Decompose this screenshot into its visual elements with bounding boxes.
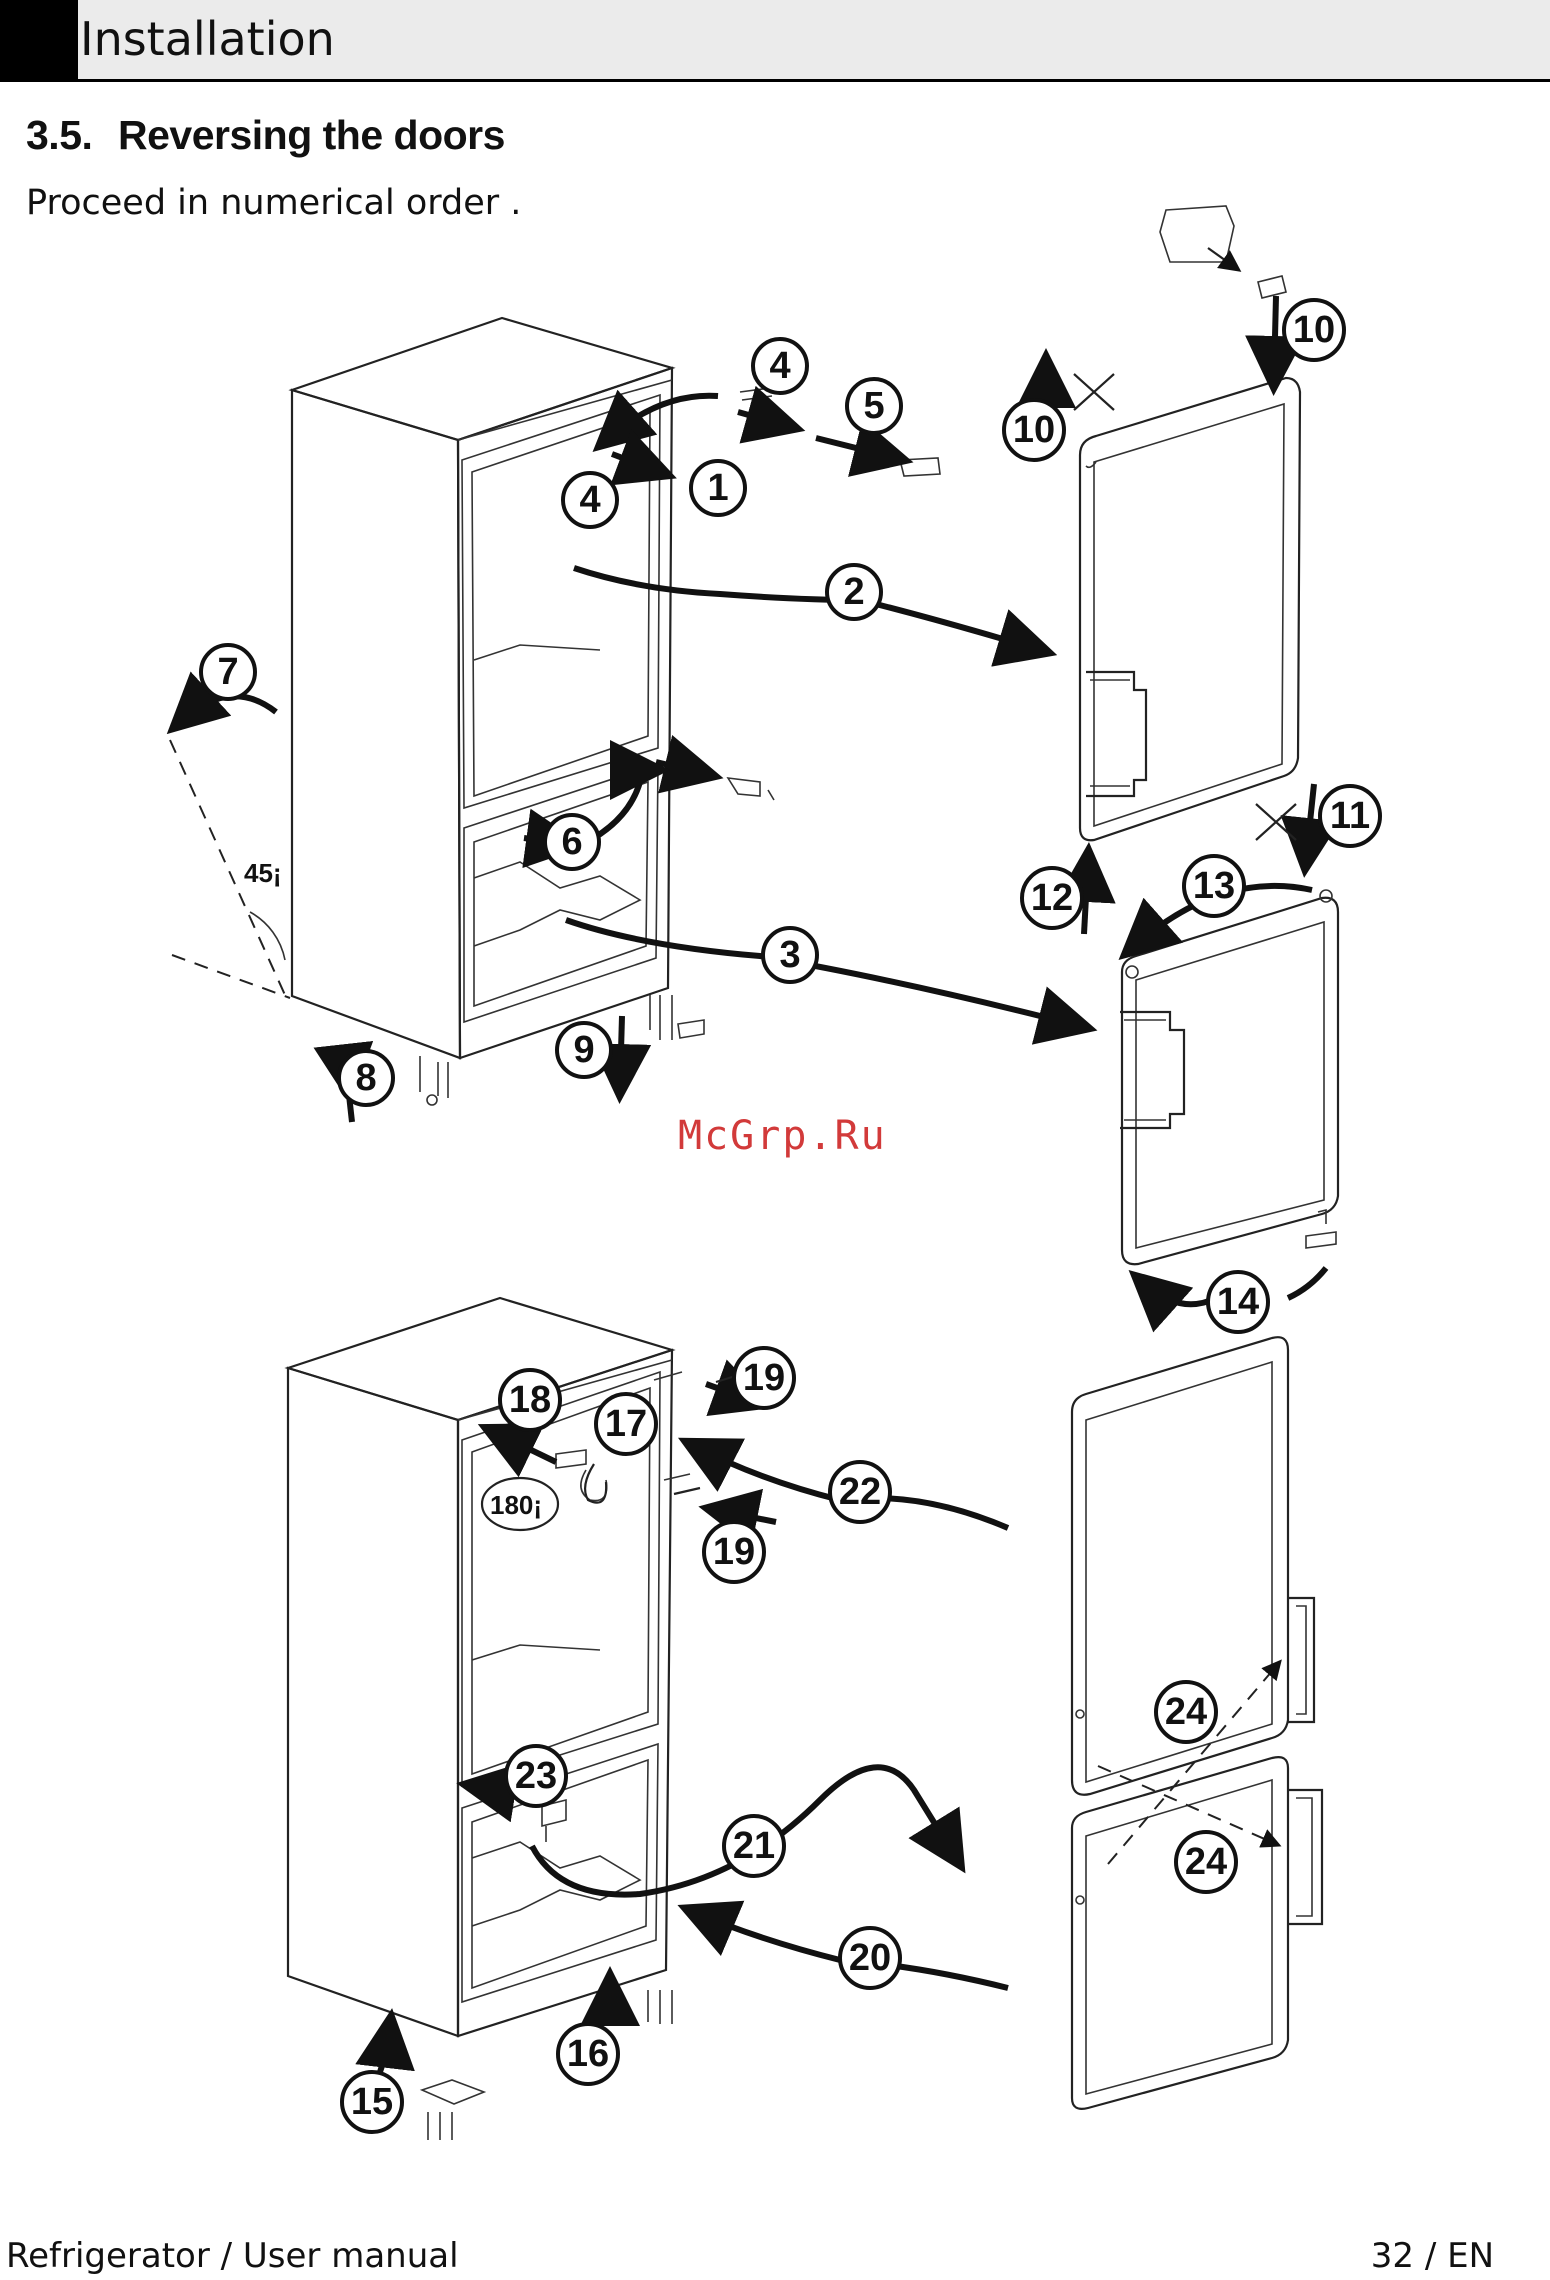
svg-text:8: 8: [355, 1057, 376, 1099]
svg-text:22: 22: [839, 1471, 881, 1513]
tilt-angle-label: 45¡: [244, 858, 282, 888]
svg-text:18: 18: [509, 1379, 551, 1421]
step-badge-10b: 10: [1284, 300, 1344, 360]
step-badge-7: 7: [201, 645, 255, 699]
svg-text:11: 11: [1330, 795, 1370, 837]
step-badge-20: 20: [840, 1928, 900, 1988]
step-badge-24a: 24: [1156, 1682, 1216, 1742]
rotate-angle-ellipse: 180¡: [482, 1478, 558, 1530]
svg-text:3: 3: [779, 934, 800, 976]
svg-text:10: 10: [1013, 409, 1055, 451]
svg-text:16: 16: [567, 2033, 609, 2075]
svg-text:9: 9: [573, 1029, 594, 1071]
step-badge-11: 11: [1320, 786, 1380, 846]
svg-text:7: 7: [217, 651, 238, 693]
svg-text:13: 13: [1193, 865, 1235, 907]
svg-text:24: 24: [1165, 1691, 1207, 1733]
svg-text:4: 4: [579, 479, 600, 521]
step-badge-5: 5: [847, 379, 901, 433]
step-badge-12: 12: [1022, 868, 1082, 928]
step-badge-15: 15: [342, 2072, 402, 2132]
svg-text:5: 5: [863, 385, 884, 427]
svg-text:19: 19: [743, 1357, 785, 1399]
step-badges: 1 2 3 4 4 5 6 7 8 9 10 10 11 12 13 14 15…: [201, 300, 1380, 2132]
step-badge-4b: 4: [563, 473, 617, 527]
step-badge-16: 16: [558, 2024, 618, 2084]
step-badge-18: 18: [500, 1370, 560, 1430]
footer-page-number: 32 / EN: [1371, 2236, 1494, 2276]
svg-text:20: 20: [849, 1937, 891, 1979]
lower-door-top: [1120, 890, 1338, 1264]
step-badge-17: 17: [596, 1394, 656, 1454]
svg-text:15: 15: [351, 2081, 393, 2123]
step-badge-8: 8: [339, 1051, 393, 1105]
svg-text:6: 6: [561, 821, 582, 863]
svg-text:19: 19: [713, 1531, 755, 1573]
svg-text:17: 17: [605, 1403, 647, 1445]
step-badge-2: 2: [827, 565, 881, 619]
step-badge-4a: 4: [753, 339, 807, 393]
step-badge-23: 23: [506, 1746, 566, 1806]
footer-manual-title: Refrigerator / User manual: [6, 2236, 459, 2276]
rotate-angle-label: 180¡: [490, 1490, 542, 1520]
step-badge-1: 1: [691, 461, 745, 515]
arrows-bottom: [374, 1374, 1278, 2088]
svg-text:23: 23: [515, 1755, 557, 1797]
svg-text:10: 10: [1293, 309, 1335, 351]
svg-text:4: 4: [769, 345, 790, 387]
svg-text:1: 1: [707, 467, 728, 509]
step-badge-22: 22: [830, 1462, 890, 1522]
step-badge-19b: 19: [704, 1522, 764, 1582]
fridge-top-illustration: 45¡: [170, 206, 1286, 1105]
step-badge-6: 6: [545, 815, 599, 869]
step-badge-9: 9: [557, 1023, 611, 1077]
step-badge-3: 3: [763, 928, 817, 982]
step-badge-14: 14: [1208, 1272, 1268, 1332]
svg-text:14: 14: [1217, 1281, 1259, 1323]
step-badge-10a: 10: [1004, 400, 1064, 460]
svg-text:21: 21: [733, 1825, 775, 1867]
upper-door-top: [1080, 378, 1300, 840]
step-badge-13: 13: [1184, 856, 1244, 916]
svg-text:12: 12: [1031, 877, 1073, 919]
step-badge-21: 21: [724, 1816, 784, 1876]
svg-text:24: 24: [1185, 1841, 1227, 1883]
svg-text:2: 2: [843, 571, 864, 613]
step-badge-19a: 19: [734, 1348, 794, 1408]
step-badge-24b: 24: [1176, 1832, 1236, 1892]
watermark: McGrp.Ru: [678, 1113, 887, 1159]
